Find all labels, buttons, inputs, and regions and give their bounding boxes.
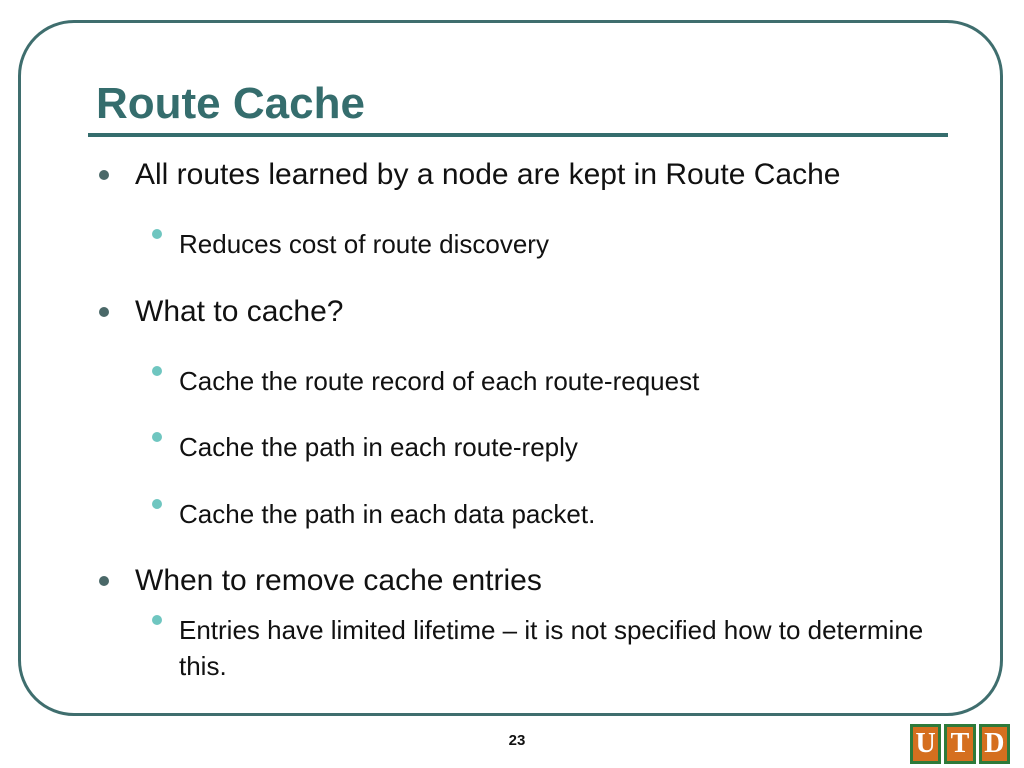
logo-letter-d: D [978,724,1010,764]
sub-bullet-dot-icon [152,366,162,376]
bullet-2: What to cache? [99,294,965,330]
bullet-dot-icon [99,576,109,586]
sub-bullet-dot-icon [152,432,162,442]
bullet-dot-icon [99,170,109,180]
bullet-2-text: What to cache? [135,295,344,328]
bullet-2-sub-1: Cache the route record of each route-req… [152,363,959,399]
bullet-3-text: When to remove cache entries [135,564,542,597]
bullet-2-sub-1-text: Cache the route record of each route-req… [179,366,700,396]
sub-bullet-dot-icon [152,499,162,509]
bullet-3: When to remove cache entries [99,563,965,599]
logo-letter-t: T [944,724,976,764]
bullet-3-sub-1: Entries have limited lifetime – it is no… [152,612,939,684]
bullet-3-sub-1-text: Entries have limited lifetime – it is no… [179,615,924,681]
slide-title: Route Cache [96,79,365,128]
bullet-2-sub-3-text: Cache the path in each data packet. [179,499,596,529]
bullet-2-sub-2: Cache the path in each route-reply [152,429,959,465]
bullet-2-sub-2-text: Cache the path in each route-reply [179,432,578,462]
bullet-1: All routes learned by a node are kept in… [99,157,965,193]
logo-letter-u: U [910,724,942,764]
sub-bullet-dot-icon [152,615,162,625]
title-underline [88,133,948,137]
bullet-1-text: All routes learned by a node are kept in… [135,158,841,191]
bullet-1-sub-1-text: Reduces cost of route discovery [179,229,549,259]
utd-logo: U T D [910,724,1010,764]
slide-frame [18,20,1003,716]
sub-bullet-dot-icon [152,229,162,239]
bullet-1-sub-1: Reduces cost of route discovery [152,226,959,262]
bullet-2-sub-3: Cache the path in each data packet. [152,496,959,532]
page-number: 23 [508,732,526,749]
bullet-dot-icon [99,307,109,317]
